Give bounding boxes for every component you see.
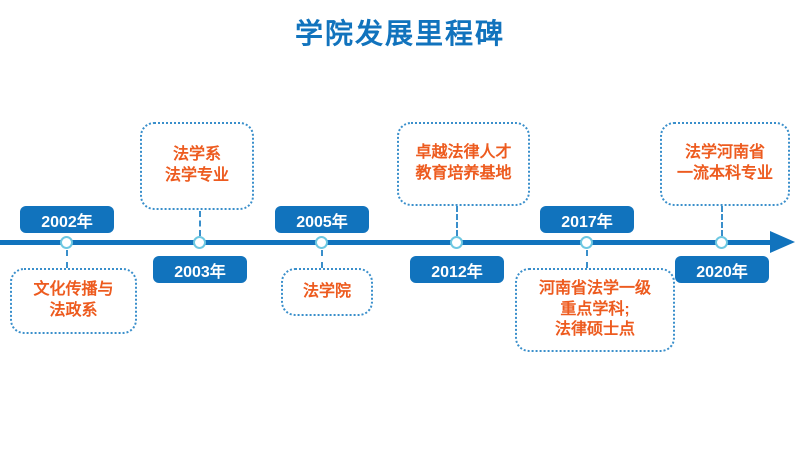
callout-text-line: 法政系 — [49, 302, 98, 319]
callout-2020: 法学河南省 一流本科专业 — [660, 122, 790, 206]
callout-2012: 卓越法律人才 教育培养基地 — [397, 122, 530, 206]
callout-text-line: 法学系 — [172, 146, 221, 164]
callout-text-line: 河南省法学一级 — [538, 279, 651, 297]
year-label-2020: 2020年 — [675, 256, 769, 283]
connector-line — [199, 211, 201, 236]
callout-2002: 文化传播与 法政系 — [10, 268, 137, 334]
timeline-node-dot — [193, 236, 206, 249]
year-label-2003: 2003年 — [153, 256, 247, 283]
callout-text-line: 教育培养基地 — [415, 165, 512, 182]
year-label-2017: 2017年 — [540, 206, 634, 233]
year-label-2012: 2012年 — [410, 256, 504, 283]
timeline-node-dot — [315, 236, 328, 249]
year-label-2005: 2005年 — [275, 206, 369, 233]
timeline-line — [0, 240, 774, 245]
callout-2005: 法学院 — [281, 268, 373, 316]
callout-text-line: 重点学科; — [560, 300, 630, 318]
timeline-node-dot — [715, 236, 728, 249]
callout-text-line: 法学院 — [302, 282, 351, 300]
callout-2017: 河南省法学一级 重点学科; 法律硕士点 — [515, 268, 675, 352]
timeline-node-dot — [60, 236, 73, 249]
callout-text-line: 法学河南省 — [684, 144, 765, 162]
connector-line — [456, 206, 458, 236]
callout-text-line: 一流本科专业 — [676, 165, 773, 182]
connector-line — [586, 250, 588, 268]
callout-text-line: 文化传播与 — [33, 281, 114, 299]
callout-text-line: 卓越法律人才 — [415, 144, 512, 162]
connector-line — [721, 206, 723, 236]
year-label-2002: 2002年 — [20, 206, 114, 233]
callout-text-line: 法律硕士点 — [554, 321, 635, 339]
timeline-node-dot — [580, 236, 593, 249]
timeline-node-dot — [450, 236, 463, 249]
connector-line — [321, 250, 323, 268]
callout-text-line: 法学专业 — [164, 167, 229, 184]
connector-line — [66, 250, 68, 268]
callout-2003: 法学系 法学专业 — [140, 122, 254, 210]
page-title: 学院发展里程碑 — [294, 18, 505, 49]
timeline-arrowhead-icon — [770, 231, 795, 253]
